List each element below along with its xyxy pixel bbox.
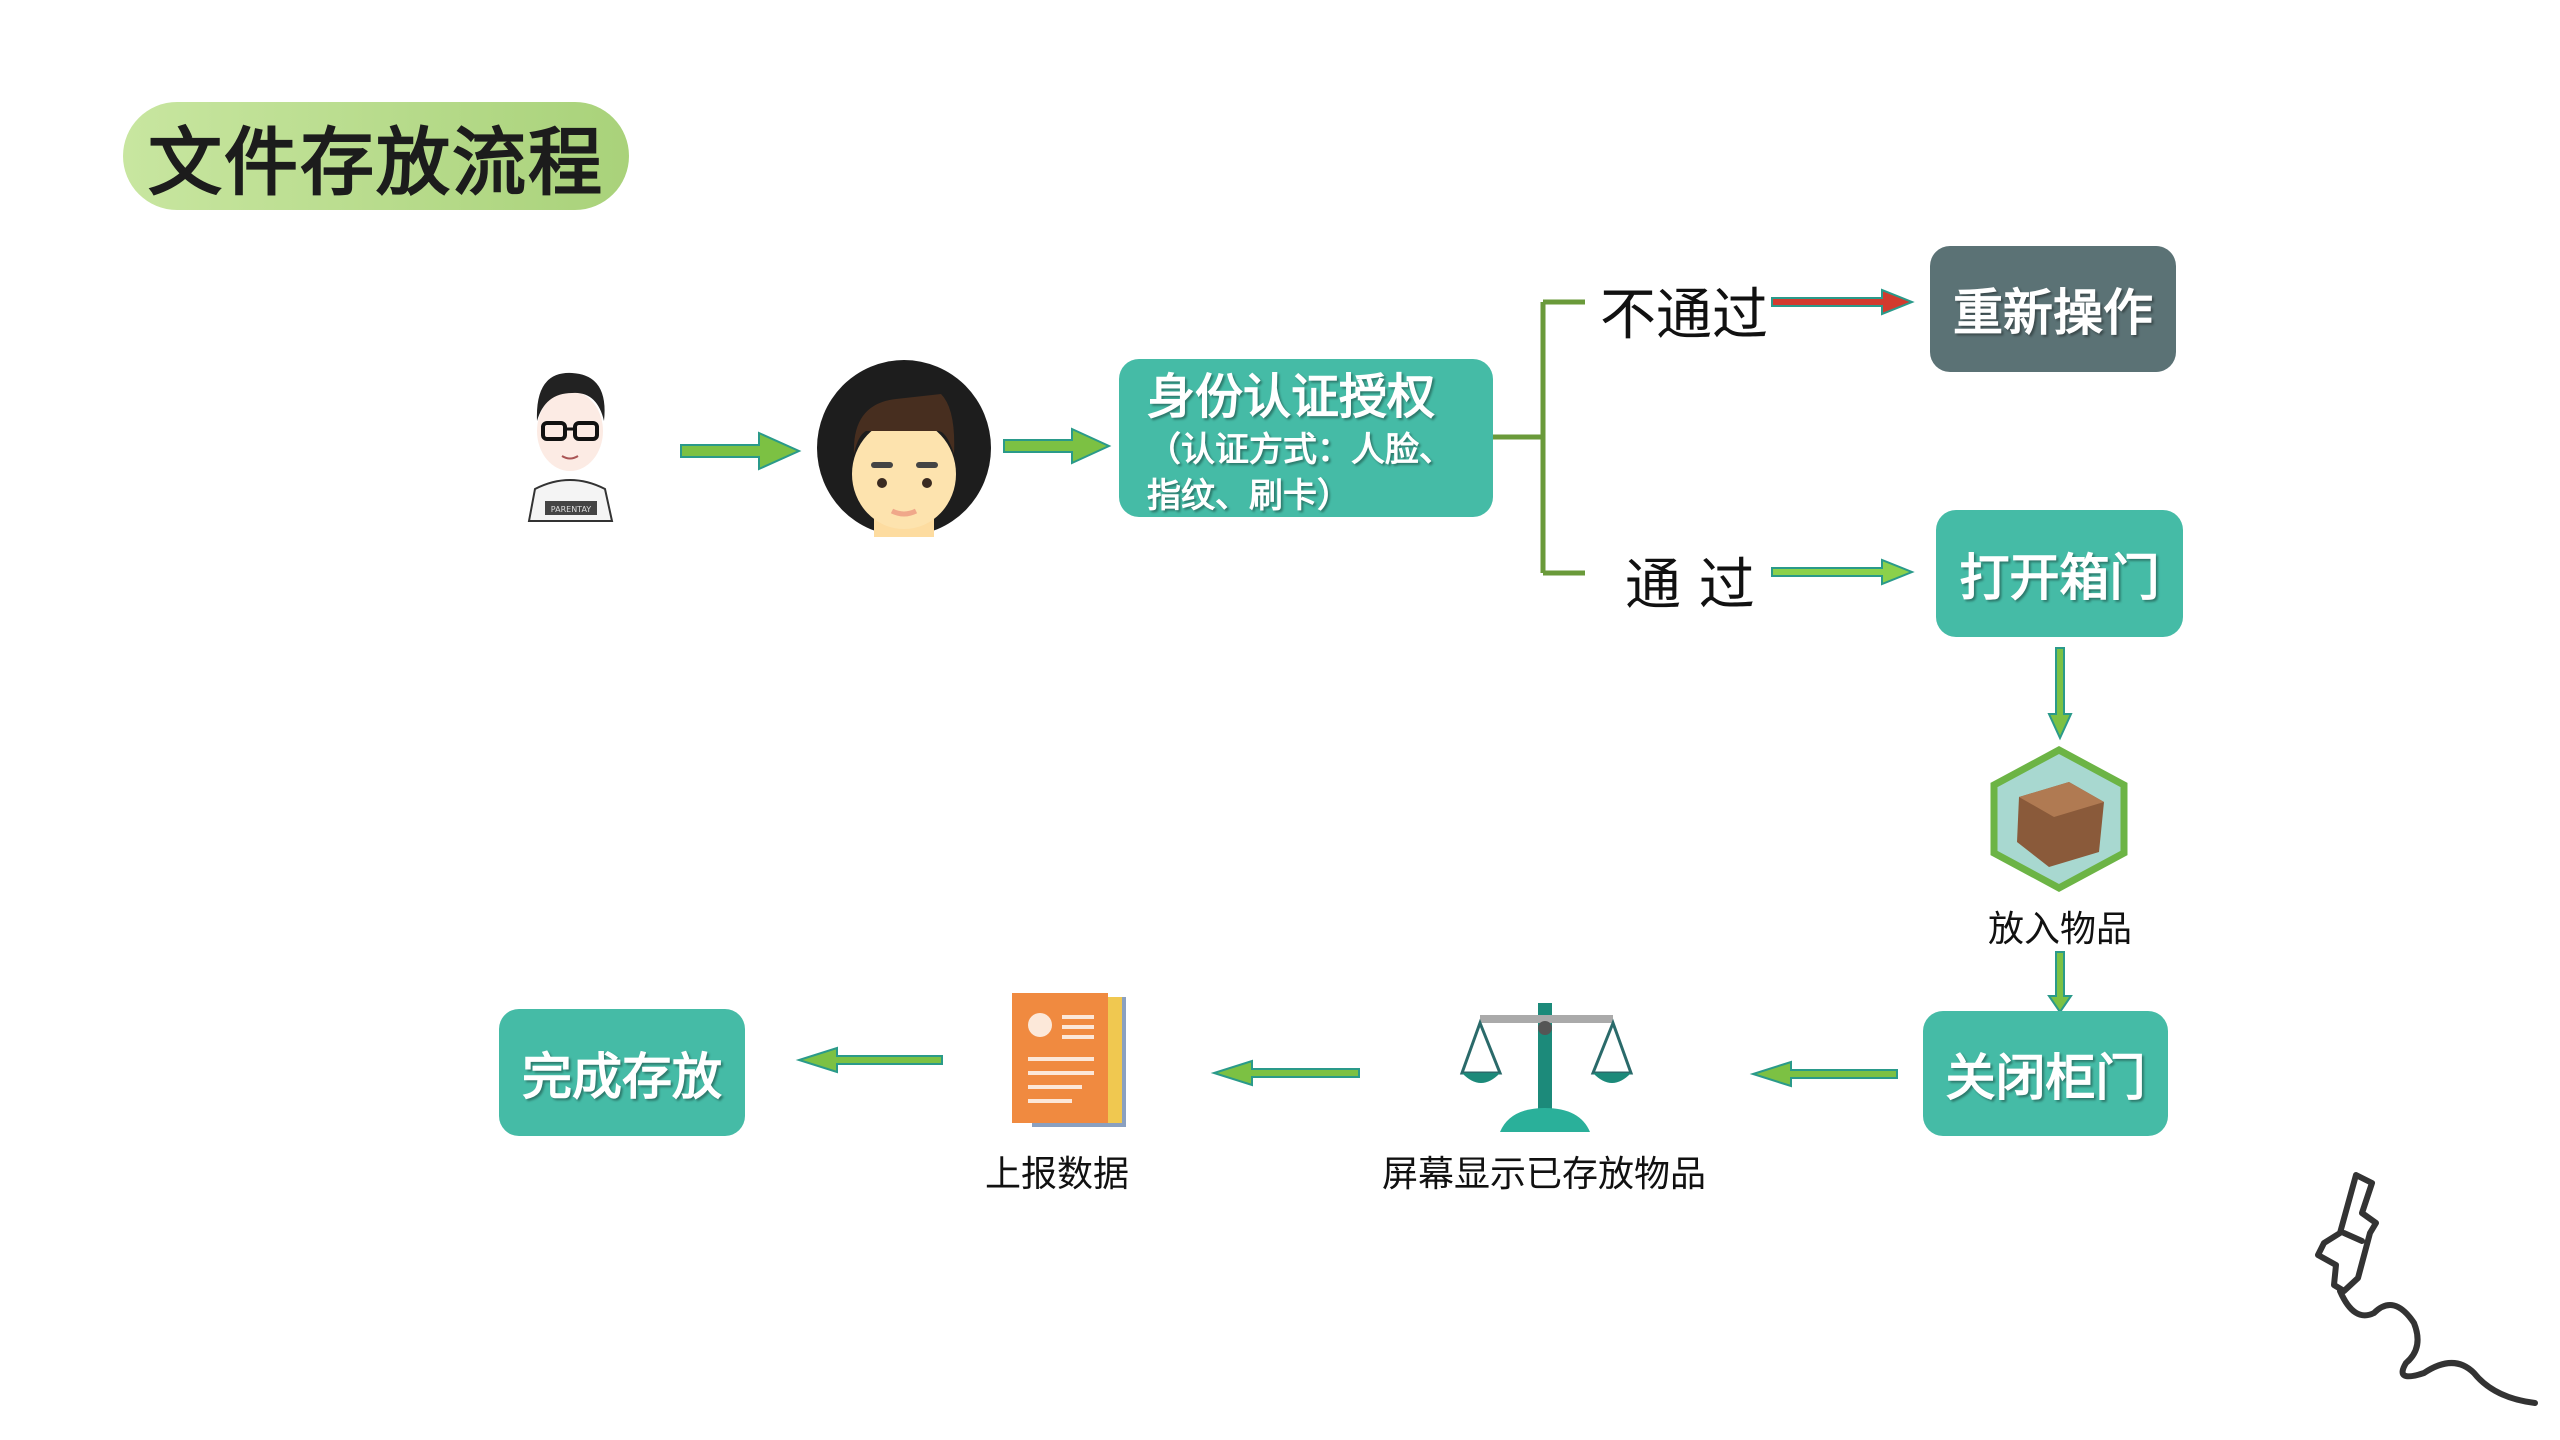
arrow-down-icon [2047, 951, 2073, 1014]
close-door-step: 关闭柜门 [1923, 1011, 2168, 1136]
decision-bracket [1493, 299, 1585, 576]
shirt-text: PARENTAY [551, 505, 592, 514]
page-title: 文件存放流程 [123, 102, 629, 210]
complete-step: 完成存放 [499, 1009, 745, 1136]
arrow-right-icon [1003, 427, 1112, 465]
arrow-left-icon [1210, 1059, 1360, 1087]
auth-detail: 指纹、刷卡） [1147, 476, 1351, 516]
user-cartoon-icon: PARENTAY [527, 372, 614, 522]
auth-step-box: 身份认证授权 （认证方式：人脸、 指纹、刷卡） [1119, 359, 1493, 517]
face-avatar-icon [817, 360, 991, 537]
report-data-label: 上报数据 [984, 1154, 1130, 1195]
arrow-right-icon [680, 431, 802, 471]
open-door-step: 打开箱门 [1936, 510, 2183, 637]
report-document-icon [1012, 993, 1126, 1127]
screen-display-label: 屏幕显示已存放物品 [1381, 1154, 1707, 1195]
fail-arrow-icon [1771, 288, 1915, 316]
arrow-left-icon [795, 1046, 943, 1074]
auth-title: 身份认证授权 [1147, 369, 1436, 425]
pass-arrow-icon [1771, 558, 1915, 586]
box-hexagon-icon [1990, 746, 2128, 892]
fail-label: 不通过 [1600, 283, 1768, 348]
arrow-left-icon [1749, 1060, 1898, 1088]
auth-detail: （认证方式：人脸、 [1147, 430, 1453, 470]
retry-button[interactable]: 重新操作 [1930, 246, 2176, 372]
pass-label: 通 过 [1625, 553, 1755, 618]
pen-doodle-icon [2315, 1172, 2538, 1406]
put-items-label: 放入物品 [1987, 909, 2133, 950]
arrow-down-icon [2047, 647, 2073, 741]
scale-icon [1459, 1003, 1634, 1132]
